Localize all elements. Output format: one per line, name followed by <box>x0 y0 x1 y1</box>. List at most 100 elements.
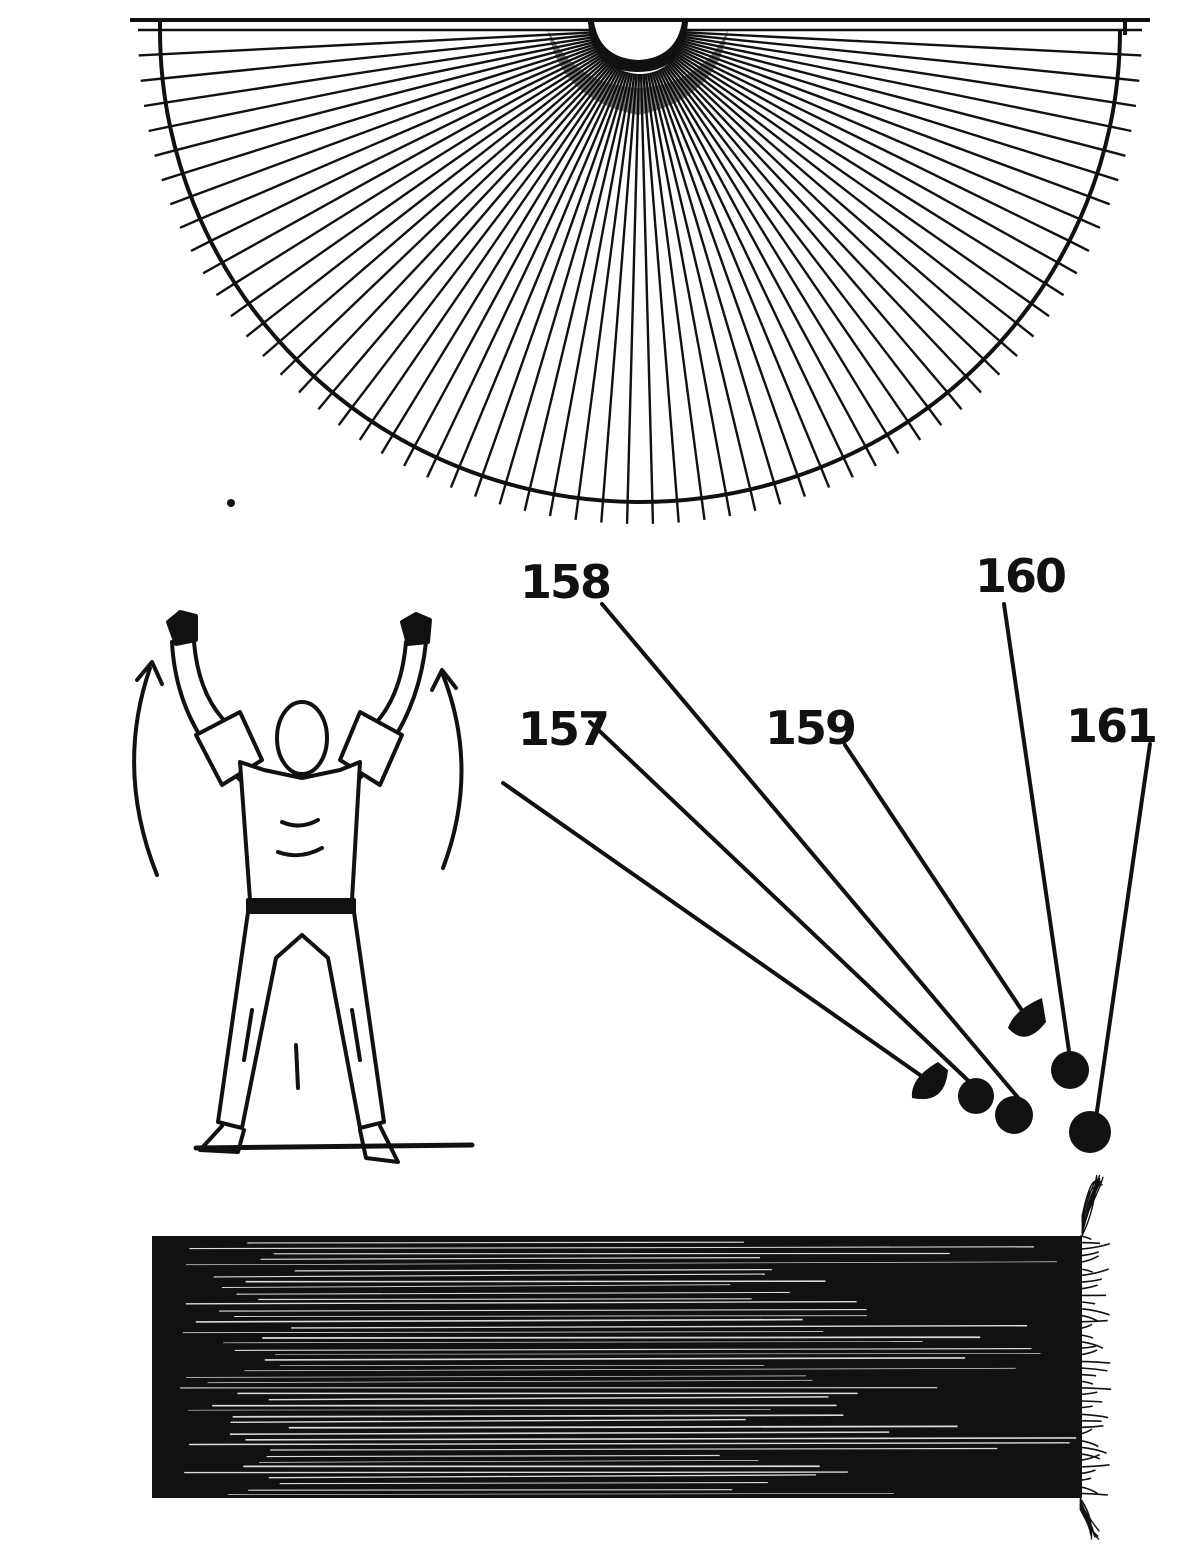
fan-spoke <box>683 35 1115 104</box>
fan-spoke <box>626 73 641 502</box>
fan-rim-tick <box>148 125 171 133</box>
bundle-strand <box>294 1268 772 1272</box>
bundle-strand <box>223 1341 923 1344</box>
fan-rim-tick <box>625 501 629 524</box>
fan-rim-tick <box>1096 172 1119 182</box>
fan-spoke <box>391 67 619 436</box>
fan-spoke <box>190 44 600 198</box>
ball-marker-158a <box>958 1078 994 1114</box>
bundle-strand <box>186 1375 807 1378</box>
bundle-fray-strand <box>1079 1323 1093 1330</box>
bundle-fray-strand <box>1079 1242 1111 1250</box>
fan-rim-tick <box>179 217 201 229</box>
fan-spoke <box>331 63 613 394</box>
bundle-fray-strand <box>1079 1477 1092 1481</box>
fan-rim-tick <box>1068 239 1090 252</box>
fan-rim-tick <box>548 494 556 517</box>
bundle-fray-strand <box>1079 1453 1101 1460</box>
fan-spoke <box>665 64 930 409</box>
fan-spoke <box>677 50 1059 264</box>
fan-spoke <box>678 48 1070 243</box>
bundle-strand <box>221 1284 731 1288</box>
bundle-fray-wisp <box>1079 1502 1100 1532</box>
bundle-fray-strand <box>1079 1367 1108 1372</box>
bundle-fray-strand <box>1079 1334 1094 1339</box>
callout-161: 161 <box>1066 699 1158 1153</box>
bundle-fray-wisp <box>1081 1179 1098 1219</box>
bundle-fray-strand <box>1079 1400 1103 1403</box>
bundle-strand <box>188 1408 771 1411</box>
motion-arrow-left <box>132 666 159 877</box>
fan-rim-tick <box>523 489 531 512</box>
fan-rim-tick <box>140 77 163 82</box>
fan-rim-tick <box>498 482 507 505</box>
fan-spoke <box>458 70 625 468</box>
fan-rim-tick <box>886 434 900 455</box>
bundle-fray-wisp <box>1081 1177 1098 1220</box>
bundle-strand <box>236 1291 790 1295</box>
bundle-fray-strand <box>1079 1349 1098 1356</box>
torso <box>238 760 362 902</box>
fan-spoke <box>504 71 629 484</box>
bundle-strand <box>268 1474 817 1479</box>
leader-line-157 <box>501 781 932 1084</box>
leader-line-158b <box>600 602 1022 1102</box>
callout-157: 157 <box>501 702 948 1100</box>
bundle-strand <box>266 1454 720 1458</box>
bundle-strand <box>218 1309 867 1312</box>
bundle-strand <box>288 1425 958 1429</box>
fan-rim-tick <box>675 500 680 523</box>
fan-spoke <box>663 65 909 423</box>
fan-spoke <box>655 70 822 468</box>
callout-158: 158 <box>520 555 1033 1134</box>
bundle-fray-strand <box>1079 1387 1112 1391</box>
bundle-strand <box>291 1325 1028 1329</box>
bundle-strand <box>195 1318 803 1323</box>
bundle-strand <box>185 1261 1057 1266</box>
fan-spoke <box>234 52 604 285</box>
bundle-strand <box>264 1357 966 1361</box>
bundle-binding <box>152 1236 170 1498</box>
bundle-fray-strand <box>1079 1405 1093 1409</box>
bundle-strand <box>244 1367 1016 1372</box>
fan-spoke <box>481 71 627 477</box>
ball-marker-158b <box>995 1096 1033 1134</box>
bundle-fray-strand <box>1079 1345 1097 1349</box>
fan-spoke <box>162 33 597 80</box>
bundle-fray-wisp <box>1081 1180 1100 1217</box>
fan-spoke <box>683 31 1120 56</box>
fan-rim-tick <box>143 101 166 108</box>
bundle-fray-wisp <box>1079 1508 1100 1540</box>
callout-label-158: 158 <box>520 555 610 609</box>
bundle-fray-strand <box>1079 1425 1104 1429</box>
bundle-strand <box>189 1442 1070 1446</box>
bundle-strand <box>248 1489 733 1491</box>
fan-rim-tick <box>1057 261 1078 275</box>
fan-rim-tick <box>473 475 484 497</box>
bundle-fray-strand <box>1079 1380 1094 1385</box>
bundle-fray-strand <box>1079 1284 1098 1290</box>
fan-spoke <box>653 71 799 477</box>
bundle-fray-strand <box>1079 1453 1101 1462</box>
stray-dot <box>227 499 235 507</box>
fan-spoke <box>670 59 985 361</box>
leader-line-161 <box>1094 742 1152 1120</box>
fan-rim-tick <box>907 420 922 441</box>
half-ball-marker-159 <box>1008 998 1046 1037</box>
fan-spoke <box>642 73 679 501</box>
fan-spoke <box>680 44 1090 198</box>
fan-rim-tick <box>749 489 757 512</box>
bundle-strand <box>259 1460 759 1463</box>
fan-spoke <box>169 37 598 128</box>
fan-spoke <box>601 73 638 501</box>
bundle-fray-wisp <box>1081 1176 1104 1225</box>
callout-label-159: 159 <box>765 701 855 755</box>
bundle-fray-strand <box>1079 1268 1109 1277</box>
fan-spoke <box>669 61 967 378</box>
fan-rim-tick <box>380 434 394 455</box>
bundle-strand <box>270 1447 998 1451</box>
fan-rim-tick <box>426 456 438 478</box>
radial-string-fan <box>130 18 1150 524</box>
fan-spoke <box>248 54 605 305</box>
bundle-fray-strand <box>1079 1340 1104 1349</box>
